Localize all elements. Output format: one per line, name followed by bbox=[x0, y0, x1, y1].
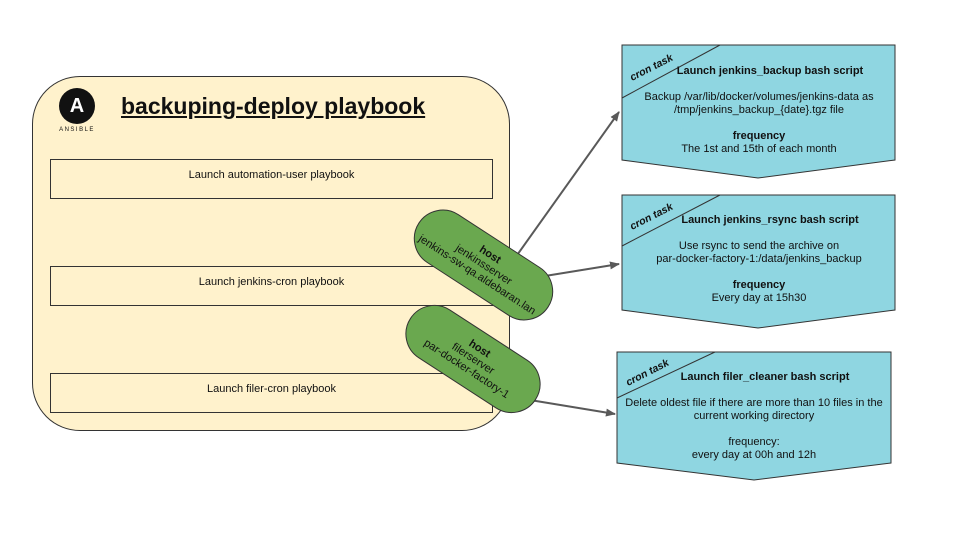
cron-freq-label: frequency bbox=[732, 279, 786, 291]
cron-freq-value: Every day at 15h30 bbox=[711, 292, 807, 304]
cron-shape-2 bbox=[621, 194, 896, 329]
cron-desc-line: Use rsync to send the archive on bbox=[678, 240, 840, 252]
cron-title-1: Launch jenkins_backup bash script bbox=[650, 65, 890, 78]
arrow-jenkins-to-backup bbox=[514, 111, 620, 259]
task-box-automation-user: Launch automation-user playbook bbox=[50, 159, 493, 199]
cron-tag-divider-2 bbox=[621, 194, 721, 247]
arrow-filer-to-cleaner bbox=[529, 399, 616, 417]
cron-desc-line: /tmp/jenkins_backup_{date}.tgz file bbox=[673, 104, 844, 116]
ansible-icon: A bbox=[59, 88, 95, 124]
ansible-logo: A ANSIBLE bbox=[57, 88, 97, 138]
task-box-jenkins-cron: Launch jenkins-cron playbook bbox=[50, 266, 493, 306]
cron-title-2: Launch jenkins_rsync bash script bbox=[650, 214, 890, 227]
cron-freq-label: frequency bbox=[732, 130, 786, 142]
cron-title-text: Launch jenkins_backup bash script bbox=[676, 65, 864, 77]
cron-desc-line: current working directory bbox=[693, 410, 815, 422]
cron-tag-divider-3 bbox=[616, 351, 716, 399]
cron-desc-line: Backup /var/lib/docker/volumes/jenkins-d… bbox=[644, 91, 874, 103]
cron-title-text: Launch filer_cleaner bash script bbox=[680, 371, 850, 383]
cron-freq-value: The 1st and 15th of each month bbox=[681, 143, 837, 155]
cron-desc-line: par-docker-factory-1:/data/jenkins_backu… bbox=[656, 253, 862, 265]
playbook-title: backuping-deploy playbook bbox=[121, 93, 426, 119]
cron-title-3: Launch filer_cleaner bash script bbox=[645, 371, 885, 384]
ansible-wordmark: ANSIBLE bbox=[59, 127, 95, 133]
cron-body-1: Backup /var/lib/docker/volumes/jenkins-d… bbox=[624, 91, 894, 156]
task-label: Launch jenkins-cron playbook bbox=[198, 276, 345, 288]
cron-freq-label: frequency: bbox=[728, 436, 780, 448]
arrow-jenkins-to-rsync bbox=[544, 261, 620, 277]
cron-body-2: Use rsync to send the archive on par-doc… bbox=[624, 240, 894, 305]
cron-shape-3 bbox=[616, 351, 892, 481]
cron-body-3: Delete oldest file if there are more tha… bbox=[619, 397, 889, 462]
task-label: Launch filer-cron playbook bbox=[206, 383, 337, 395]
task-box-filer-cron: Launch filer-cron playbook bbox=[50, 373, 493, 413]
cron-desc-line: Delete oldest file if there are more tha… bbox=[625, 397, 883, 409]
cron-tag-divider-1 bbox=[621, 44, 721, 99]
cron-shape-1 bbox=[621, 44, 896, 179]
cron-title-text: Launch jenkins_rsync bash script bbox=[681, 214, 859, 226]
cron-freq-value: every day at 00h and 12h bbox=[691, 449, 817, 461]
task-label: Launch automation-user playbook bbox=[188, 169, 355, 181]
